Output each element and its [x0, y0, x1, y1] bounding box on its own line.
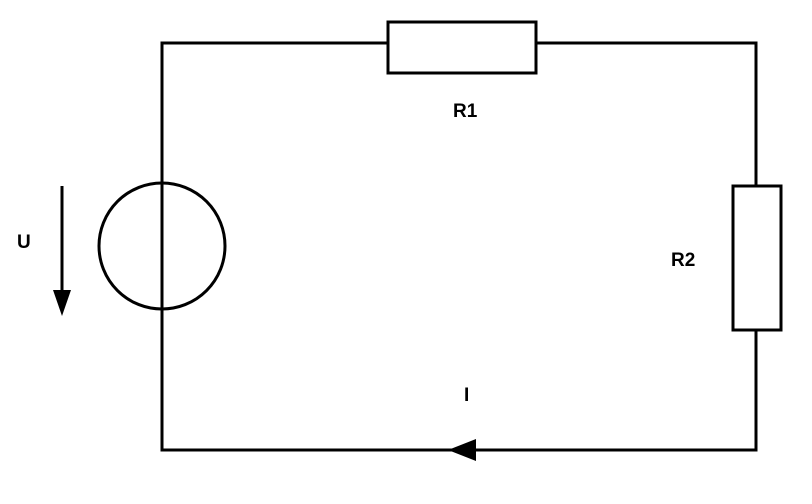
voltage-arrow-head	[53, 290, 71, 316]
current-arrow-head	[448, 439, 476, 461]
resistor-r2-label: R2	[671, 250, 695, 271]
voltage-source	[97, 181, 227, 311]
resistor-r2	[731, 184, 783, 332]
resistor-r1-label: R1	[453, 101, 478, 122]
voltage-label: U	[17, 232, 31, 253]
current-label: I	[464, 385, 469, 406]
resistor-r1	[386, 20, 538, 75]
voltage-arrow	[53, 186, 71, 316]
